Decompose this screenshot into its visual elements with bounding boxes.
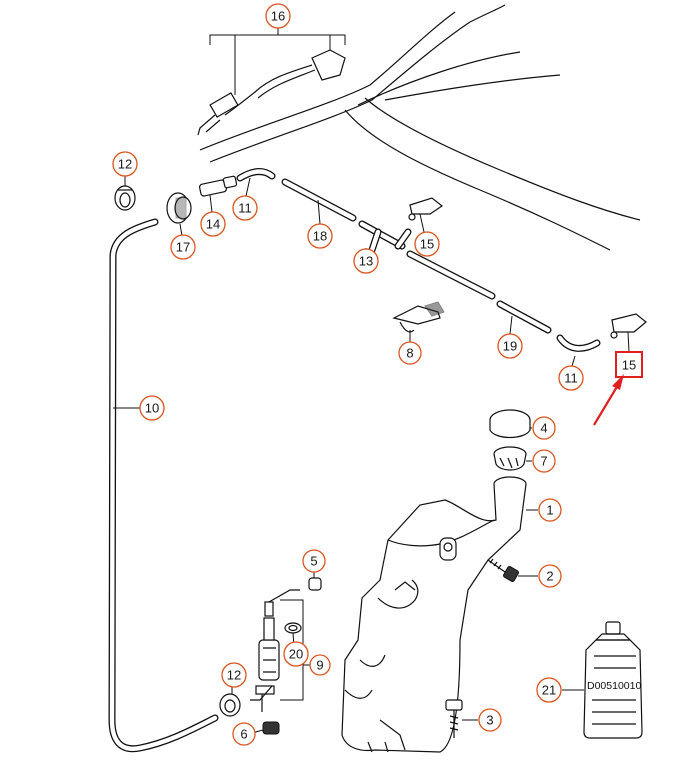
callout-15-left: 15 [414,231,440,257]
bolt-upper [487,558,538,582]
callout-18: 18 [307,223,333,249]
callout-12-bottom: 12 [221,662,247,688]
callout-12-top-label: 12 [118,157,132,172]
callout-9: 9 [309,654,331,676]
washer-fluid-bottle: D00510010 [562,621,643,739]
callout-21-label: 21 [542,683,556,698]
callout-1-label: 1 [546,503,553,518]
callout-11-bottom: 11 [558,365,584,391]
callout-20-label: 20 [289,647,303,662]
callout-5: 5 [302,549,326,573]
washer-pump [250,589,310,712]
callout-8: 8 [398,341,422,365]
connector-valve [198,175,238,213]
callout-7: 7 [532,449,556,473]
callout-20: 20 [283,641,309,667]
callout-15-left-label: 15 [420,237,434,252]
callout-2: 2 [538,564,562,588]
wiring-harness [197,28,346,136]
callout-6: 6 [232,722,256,746]
callout-15-right-label: 15 [622,358,636,373]
callout-12-bottom-label: 12 [227,668,241,683]
callout-17: 17 [170,234,196,260]
callout-7-label: 7 [540,454,547,469]
callout-16: 16 [265,3,291,29]
callout-17-label: 17 [176,240,190,255]
pump-seal [284,622,302,647]
callout-6-label: 6 [240,727,247,742]
callout-15-right: 15 [622,358,636,373]
callout-19-label: 19 [503,339,517,354]
hose-network [108,168,601,753]
callout-11-top: 11 [232,195,258,221]
callout-4-label: 4 [540,421,547,436]
callout-11-top-label: 11 [238,201,252,216]
callout-3-label: 3 [486,713,493,728]
spray-jet-left [408,197,444,233]
bottle-label: D00510010 [587,680,641,692]
clip-bottom [219,693,241,717]
callout-2-label: 2 [546,569,553,584]
callout-21: 21 [536,677,562,703]
body-outline [199,4,641,251]
clip-top [114,185,136,211]
callout-13: 13 [353,248,379,274]
callout-14-label: 14 [206,217,220,232]
callout-19: 19 [497,333,523,359]
callout-3: 3 [478,708,502,732]
callout-13-label: 13 [359,254,373,269]
callouts: 16 12 17 14 11 18 13 15 [112,3,636,746]
callout-16-label: 16 [271,9,285,24]
callout-leaders [113,175,576,694]
reservoir-cap [489,409,532,439]
callout-9-label: 9 [316,658,323,673]
strainer [493,446,527,471]
callout-4: 4 [532,416,556,440]
grommet [166,192,192,224]
callout-1: 1 [538,498,562,522]
bolt-lower [445,699,478,738]
callout-12-top: 12 [112,151,138,177]
callout-10: 10 [139,395,165,421]
bracket [392,301,445,342]
highlight-arrow [593,374,624,426]
pump-grommet [251,721,280,735]
callout-14: 14 [200,211,226,237]
spray-jet-right [610,313,647,353]
highlight-box [615,351,643,378]
nut [308,572,322,591]
callout-8-label: 8 [406,346,413,361]
washer-reservoir [341,476,527,753]
callout-11-bottom-label: 11 [564,371,578,386]
callout-10-label: 10 [145,401,159,416]
callout-18-label: 18 [313,229,327,244]
callout-5-label: 5 [310,554,317,569]
